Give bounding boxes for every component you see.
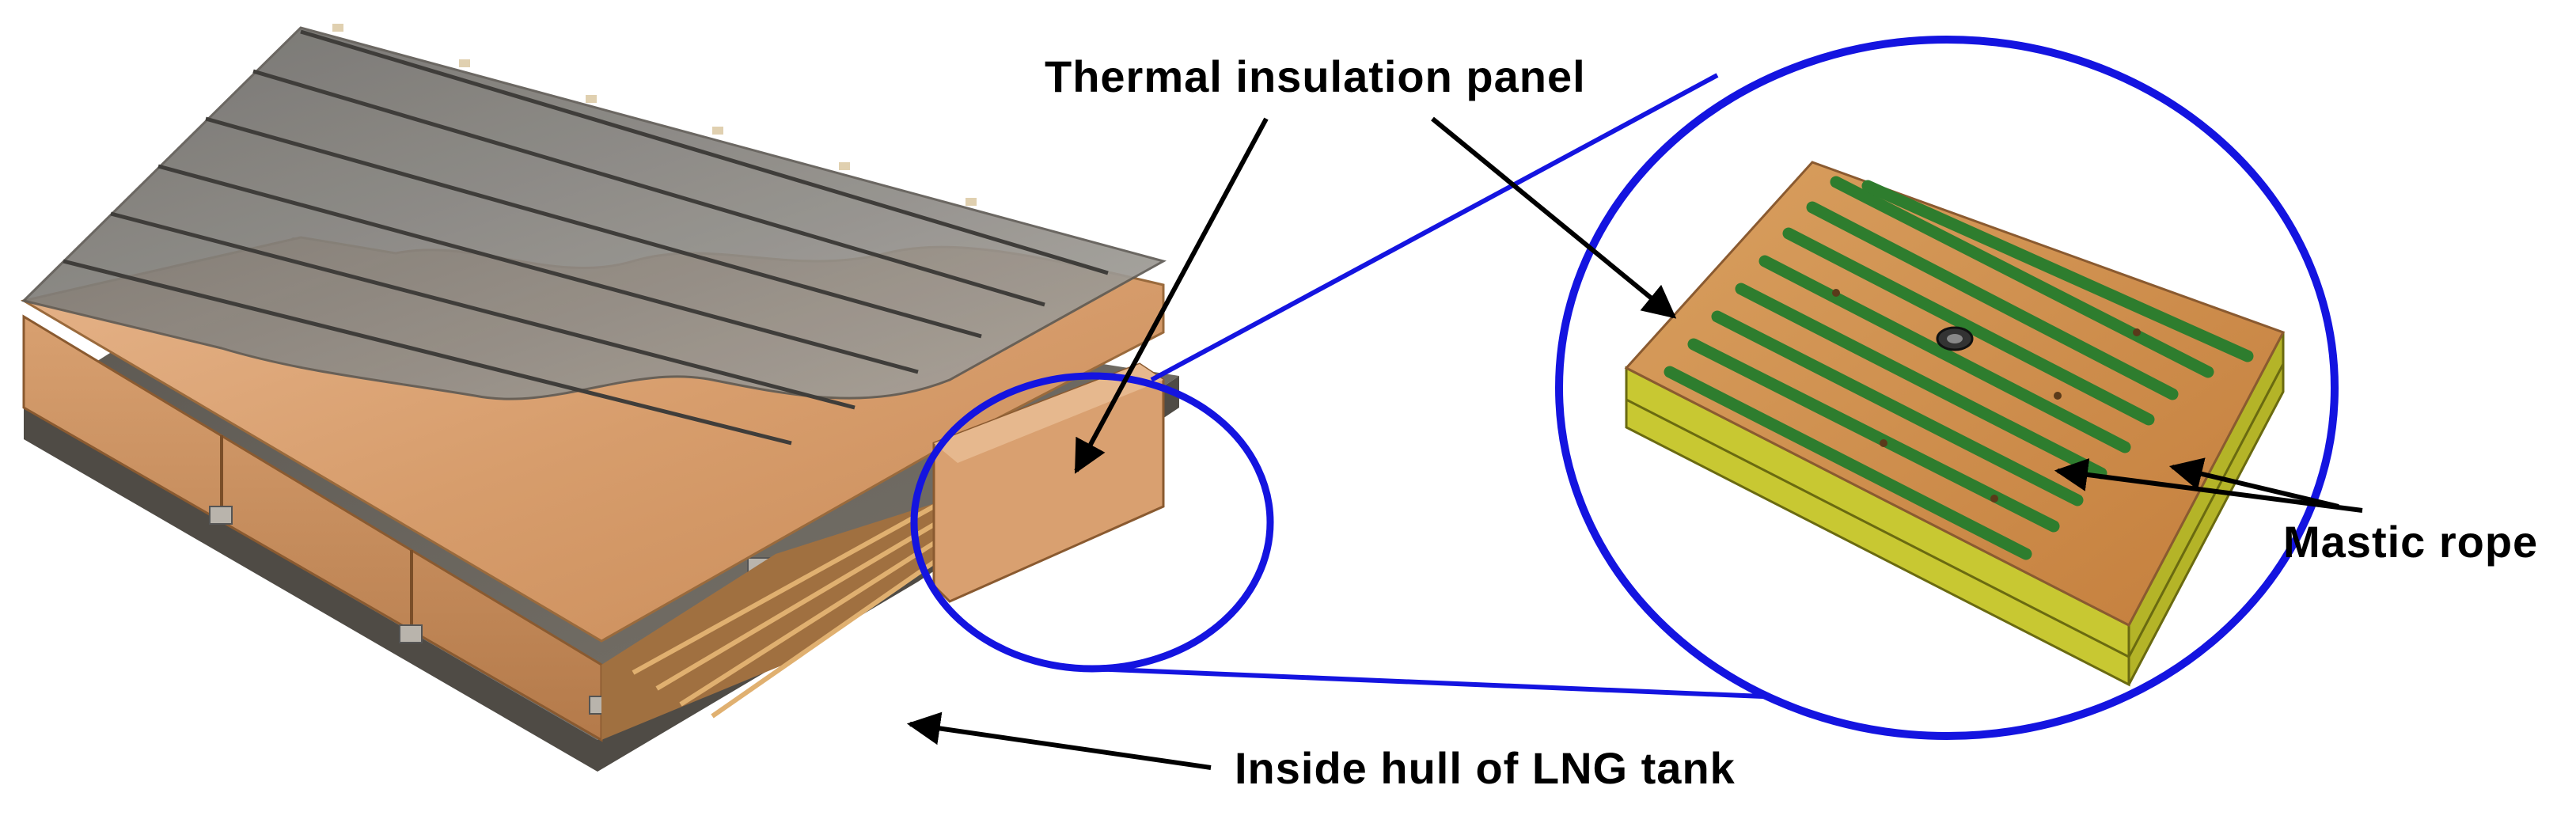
thermal-panel-block-top — [934, 364, 1163, 463]
arrow-hull — [906, 711, 1212, 770]
arrow-mastic-1 — [2168, 457, 2339, 509]
mastic-rope — [1758, 255, 2131, 453]
pointer-arrows — [906, 116, 2363, 770]
mastic-rope — [1735, 283, 2107, 480]
zoomed-insulation-panel — [1624, 161, 2286, 687]
edge-studs — [332, 24, 977, 206]
arrow-mastic-2 — [2054, 458, 2363, 513]
center-anchor-inner — [1947, 334, 1963, 343]
panel-right-layer-line — [2127, 363, 2285, 658]
mastic-rope — [1664, 366, 2032, 560]
mastic-rope-strips — [1664, 176, 2254, 560]
mastic-rope — [1830, 176, 2214, 378]
panel-left-layer-line — [1626, 398, 2130, 658]
label-mastic-rope: Mastic rope — [2283, 517, 2539, 567]
membrane-rails — [63, 29, 1109, 446]
panel-screws — [1832, 289, 2141, 503]
mastic-rope — [1861, 180, 2254, 362]
label-thermal-insulation-panel: Thermal insulation panel — [1045, 51, 1586, 101]
mastic-rope — [1782, 227, 2155, 426]
cutaway-slats — [632, 504, 947, 719]
arrow-panel-right — [1431, 116, 1677, 319]
label-inside-hull: Inside hull of LNG tank — [1235, 743, 1736, 793]
mastic-rope — [1806, 201, 2179, 400]
insulation-system-cutaway — [20, 24, 1179, 772]
arrow-panel-left — [1074, 117, 1269, 474]
mastic-rope — [1711, 310, 2084, 506]
